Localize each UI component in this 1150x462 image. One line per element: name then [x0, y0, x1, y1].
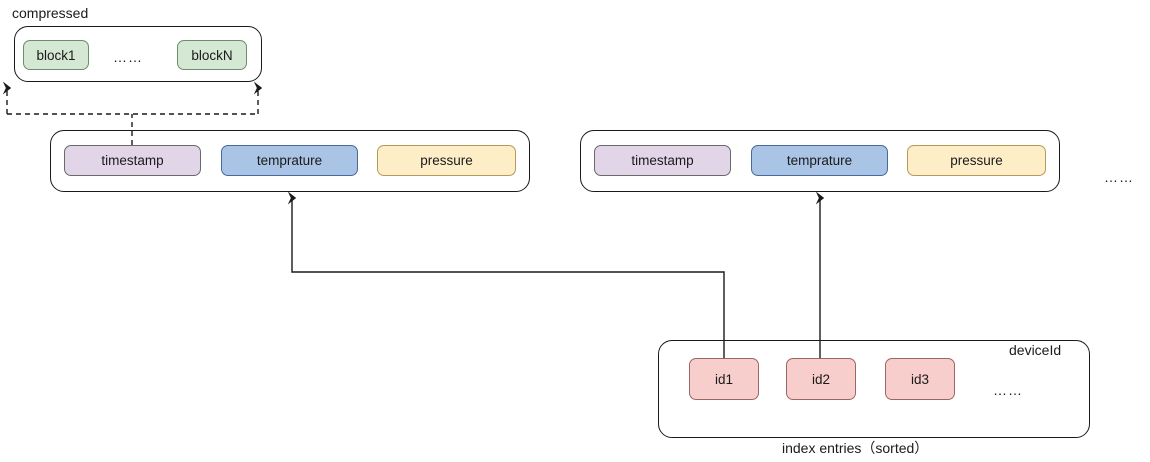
chunks-trailing-ellipsis: ……: [1104, 169, 1134, 185]
block-chip-label: block1: [36, 47, 76, 63]
index-entry-label: id1: [714, 371, 733, 387]
column-chip-temprature-1[interactable]: temprature: [221, 145, 358, 176]
column-chip-label: pressure: [420, 153, 473, 168]
compressed-label: compressed: [12, 5, 89, 21]
block-chip-label: blockN: [191, 47, 233, 63]
column-chip-timestamp-1[interactable]: timestamp: [64, 145, 201, 176]
column-chip-timestamp-2[interactable]: timestamp: [594, 145, 731, 176]
index-entries-ellipsis: ……: [993, 382, 1023, 398]
column-chip-pressure-1[interactable]: pressure: [377, 145, 516, 176]
column-chip-label: temprature: [256, 153, 323, 168]
index-entry-label: id2: [811, 371, 830, 387]
index-entries-caption: index entries（sorted）: [782, 440, 929, 456]
column-chip-temprature-2[interactable]: temprature: [751, 145, 888, 176]
index-entry-label: id3: [910, 371, 929, 387]
block-chip-blockN[interactable]: blockN: [177, 40, 247, 70]
index-entry-chip-id1[interactable]: id1: [689, 358, 759, 400]
index-entry-id1-connector: [287, 191, 725, 358]
compressed-blocks-ellipsis: ……: [113, 49, 143, 65]
column-chip-label: timestamp: [101, 153, 164, 168]
column-chip-label: timestamp: [631, 153, 694, 168]
column-chip-label: temprature: [786, 153, 853, 168]
column-chip-pressure-2[interactable]: pressure: [907, 145, 1046, 176]
block-chip-block1[interactable]: block1: [23, 40, 89, 70]
index-entry-chip-id3[interactable]: id3: [885, 358, 955, 400]
index-entry-chip-id2[interactable]: id2: [786, 358, 856, 400]
column-chip-label: pressure: [950, 153, 1003, 168]
device-id-label: deviceId: [1009, 342, 1062, 358]
